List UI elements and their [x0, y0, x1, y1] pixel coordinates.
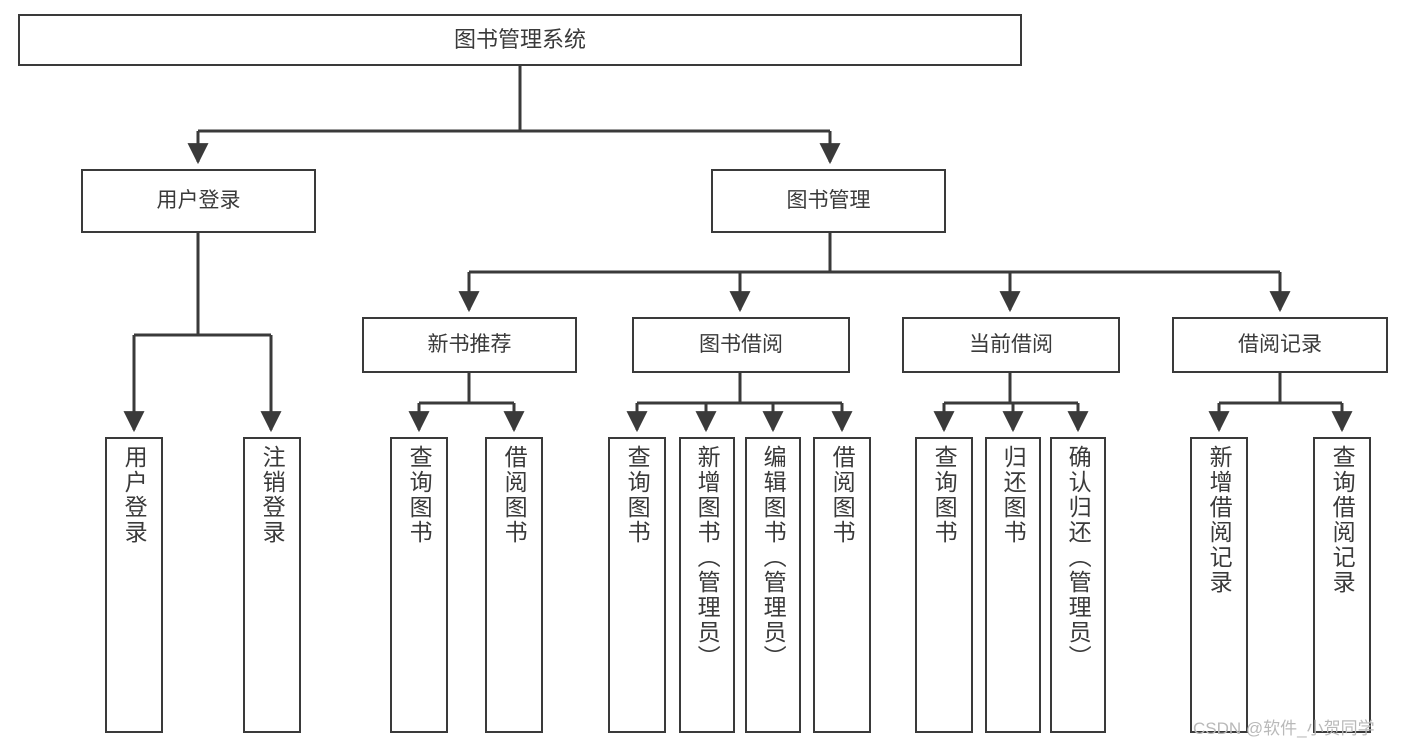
node-leaf-query-book-3-label: 查询图书	[931, 445, 958, 545]
node-borrow-record-label: 借阅记录	[1238, 333, 1322, 357]
node-root[interactable]: 图书管理系统	[18, 14, 1022, 66]
node-leaf-query-book-1-label: 查询图书	[406, 445, 433, 545]
node-leaf-query-book-1[interactable]: 查询图书	[390, 437, 448, 733]
node-leaf-edit-book-label: 编辑图书（管理员）	[760, 445, 787, 670]
node-leaf-borrow-book-2[interactable]: 借阅图书	[813, 437, 871, 733]
node-leaf-return-book-label: 归还图书	[1000, 445, 1027, 545]
node-leaf-borrow-book-2-label: 借阅图书	[829, 445, 856, 545]
node-leaf-query-book-3[interactable]: 查询图书	[915, 437, 973, 733]
node-leaf-query-book-2-label: 查询图书	[624, 445, 651, 545]
node-book-management[interactable]: 图书管理	[711, 169, 946, 233]
node-current-borrow-label: 当前借阅	[969, 333, 1053, 357]
node-leaf-add-record-label: 新增借阅记录	[1206, 445, 1233, 595]
node-leaf-query-record[interactable]: 查询借阅记录	[1313, 437, 1371, 733]
node-leaf-add-record[interactable]: 新增借阅记录	[1190, 437, 1248, 733]
node-book-management-label: 图书管理	[786, 189, 871, 213]
node-leaf-query-record-label: 查询借阅记录	[1329, 445, 1356, 595]
node-leaf-return-book[interactable]: 归还图书	[985, 437, 1041, 733]
node-leaf-query-book-2[interactable]: 查询图书	[608, 437, 666, 733]
node-user-login[interactable]: 用户登录	[81, 169, 316, 233]
node-leaf-logout-login-label: 注销登录	[259, 445, 286, 545]
node-leaf-add-book-label: 新增图书（管理员）	[694, 445, 721, 670]
node-new-book-recommend-label: 新书推荐	[427, 333, 512, 357]
node-root-label: 图书管理系统	[453, 26, 586, 52]
node-user-login-label: 用户登录	[156, 189, 241, 213]
node-leaf-confirm-return[interactable]: 确认归还（管理员）	[1050, 437, 1106, 733]
node-leaf-add-book[interactable]: 新增图书（管理员）	[679, 437, 735, 733]
node-current-borrow[interactable]: 当前借阅	[902, 317, 1120, 373]
node-book-borrow[interactable]: 图书借阅	[632, 317, 850, 373]
node-leaf-confirm-return-label: 确认归还（管理员）	[1065, 445, 1092, 670]
node-leaf-edit-book[interactable]: 编辑图书（管理员）	[745, 437, 801, 733]
node-book-borrow-label: 图书借阅	[699, 333, 783, 357]
node-new-book-recommend[interactable]: 新书推荐	[362, 317, 577, 373]
node-leaf-user-login-label: 用户登录	[121, 445, 148, 545]
node-leaf-borrow-book-1-label: 借阅图书	[501, 445, 528, 545]
node-leaf-user-login[interactable]: 用户登录	[105, 437, 163, 733]
node-borrow-record[interactable]: 借阅记录	[1172, 317, 1388, 373]
node-leaf-borrow-book-1[interactable]: 借阅图书	[485, 437, 543, 733]
node-leaf-logout-login[interactable]: 注销登录	[243, 437, 301, 733]
csdn-watermark: CSDN @软件_小贺同学	[1193, 719, 1375, 738]
